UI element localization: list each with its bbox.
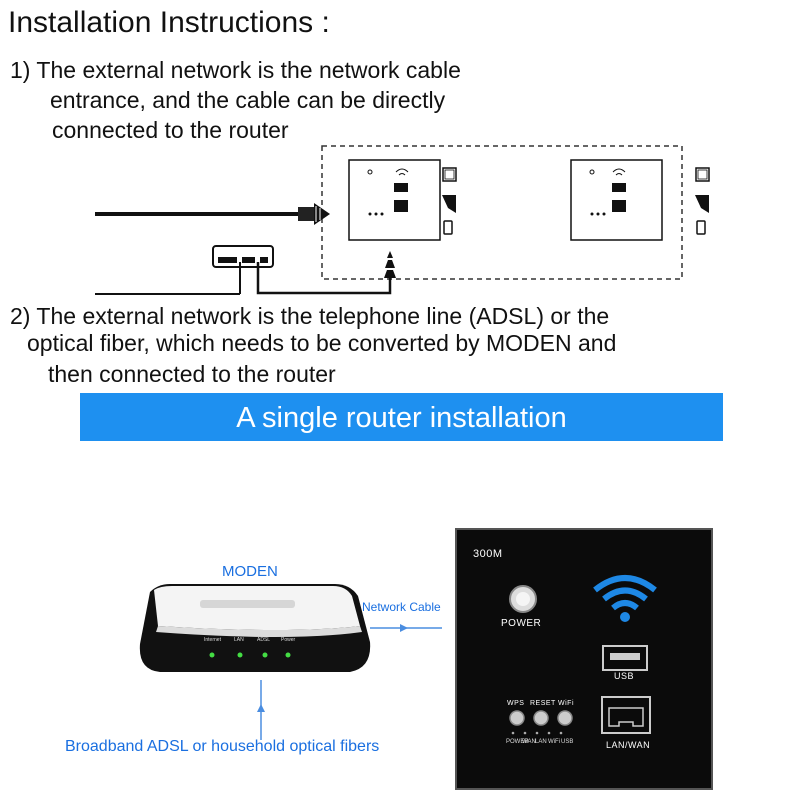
panel-model: 300M xyxy=(473,548,503,560)
indicator-wan-label: WAN xyxy=(522,739,536,745)
usb-label: USB xyxy=(614,671,635,681)
rj45-plug-icon xyxy=(298,203,330,225)
network-cable-label: Network Cable xyxy=(362,600,441,614)
step1-line1: 1) The external network is the network c… xyxy=(10,57,461,83)
step1-line3: connected to the router xyxy=(52,117,289,143)
network-cable-arrow xyxy=(370,624,442,632)
modem-led-adsl: ADSL xyxy=(257,637,271,643)
wps-label: WPS xyxy=(507,700,525,707)
reset-button-icon xyxy=(533,710,549,726)
indicator-wifi-label: WiFi xyxy=(548,739,560,745)
section-banner: A single router installation xyxy=(80,393,723,441)
wall-router-2-icon xyxy=(570,159,663,241)
wifi-button-label: WiFi xyxy=(558,700,574,707)
devices-1-icon xyxy=(442,167,457,235)
broadband-label: Broadband ADSL or household optical fibe… xyxy=(65,738,380,755)
devices-2-icon xyxy=(695,167,710,235)
step2-line1: 2) The external network is the telephone… xyxy=(10,303,610,329)
wps-button-icon xyxy=(509,710,525,726)
page-title: Installation Instructions : xyxy=(8,6,330,39)
step1-line2: entrance, and the cable can be directly xyxy=(50,87,446,113)
broadband-arrow xyxy=(257,680,265,740)
modem-led-power: Power xyxy=(281,637,296,643)
modem-label: MODEN xyxy=(222,563,278,580)
modem-icon xyxy=(139,584,371,672)
panel-graphics xyxy=(509,575,657,735)
step2-line2: optical fiber, which needs to be convert… xyxy=(27,330,617,356)
modem-led-lan: LAN xyxy=(234,637,244,643)
indicator-lan-label: LAN xyxy=(535,739,547,745)
lan-wan-label: LAN/WAN xyxy=(606,740,651,750)
lan-port-icon xyxy=(601,696,651,734)
wall-router-panel xyxy=(455,528,713,790)
wall-router-1-icon xyxy=(348,159,441,241)
small-modem-icon xyxy=(212,245,274,268)
step2-line3: then connected to the router xyxy=(48,361,336,387)
wifi-icon xyxy=(593,575,657,622)
usb-port-icon xyxy=(602,645,648,671)
wifi-button-icon xyxy=(557,710,573,726)
power-label: POWER xyxy=(501,618,542,629)
indicator-power-label: POWER xyxy=(506,739,529,745)
wiring-diagram xyxy=(95,145,710,295)
reset-label: RESET xyxy=(530,700,556,707)
cable-connector-icon xyxy=(384,251,396,278)
modem-led-internet: Internet xyxy=(204,637,221,643)
indicator-usb-label: USB xyxy=(561,739,574,745)
